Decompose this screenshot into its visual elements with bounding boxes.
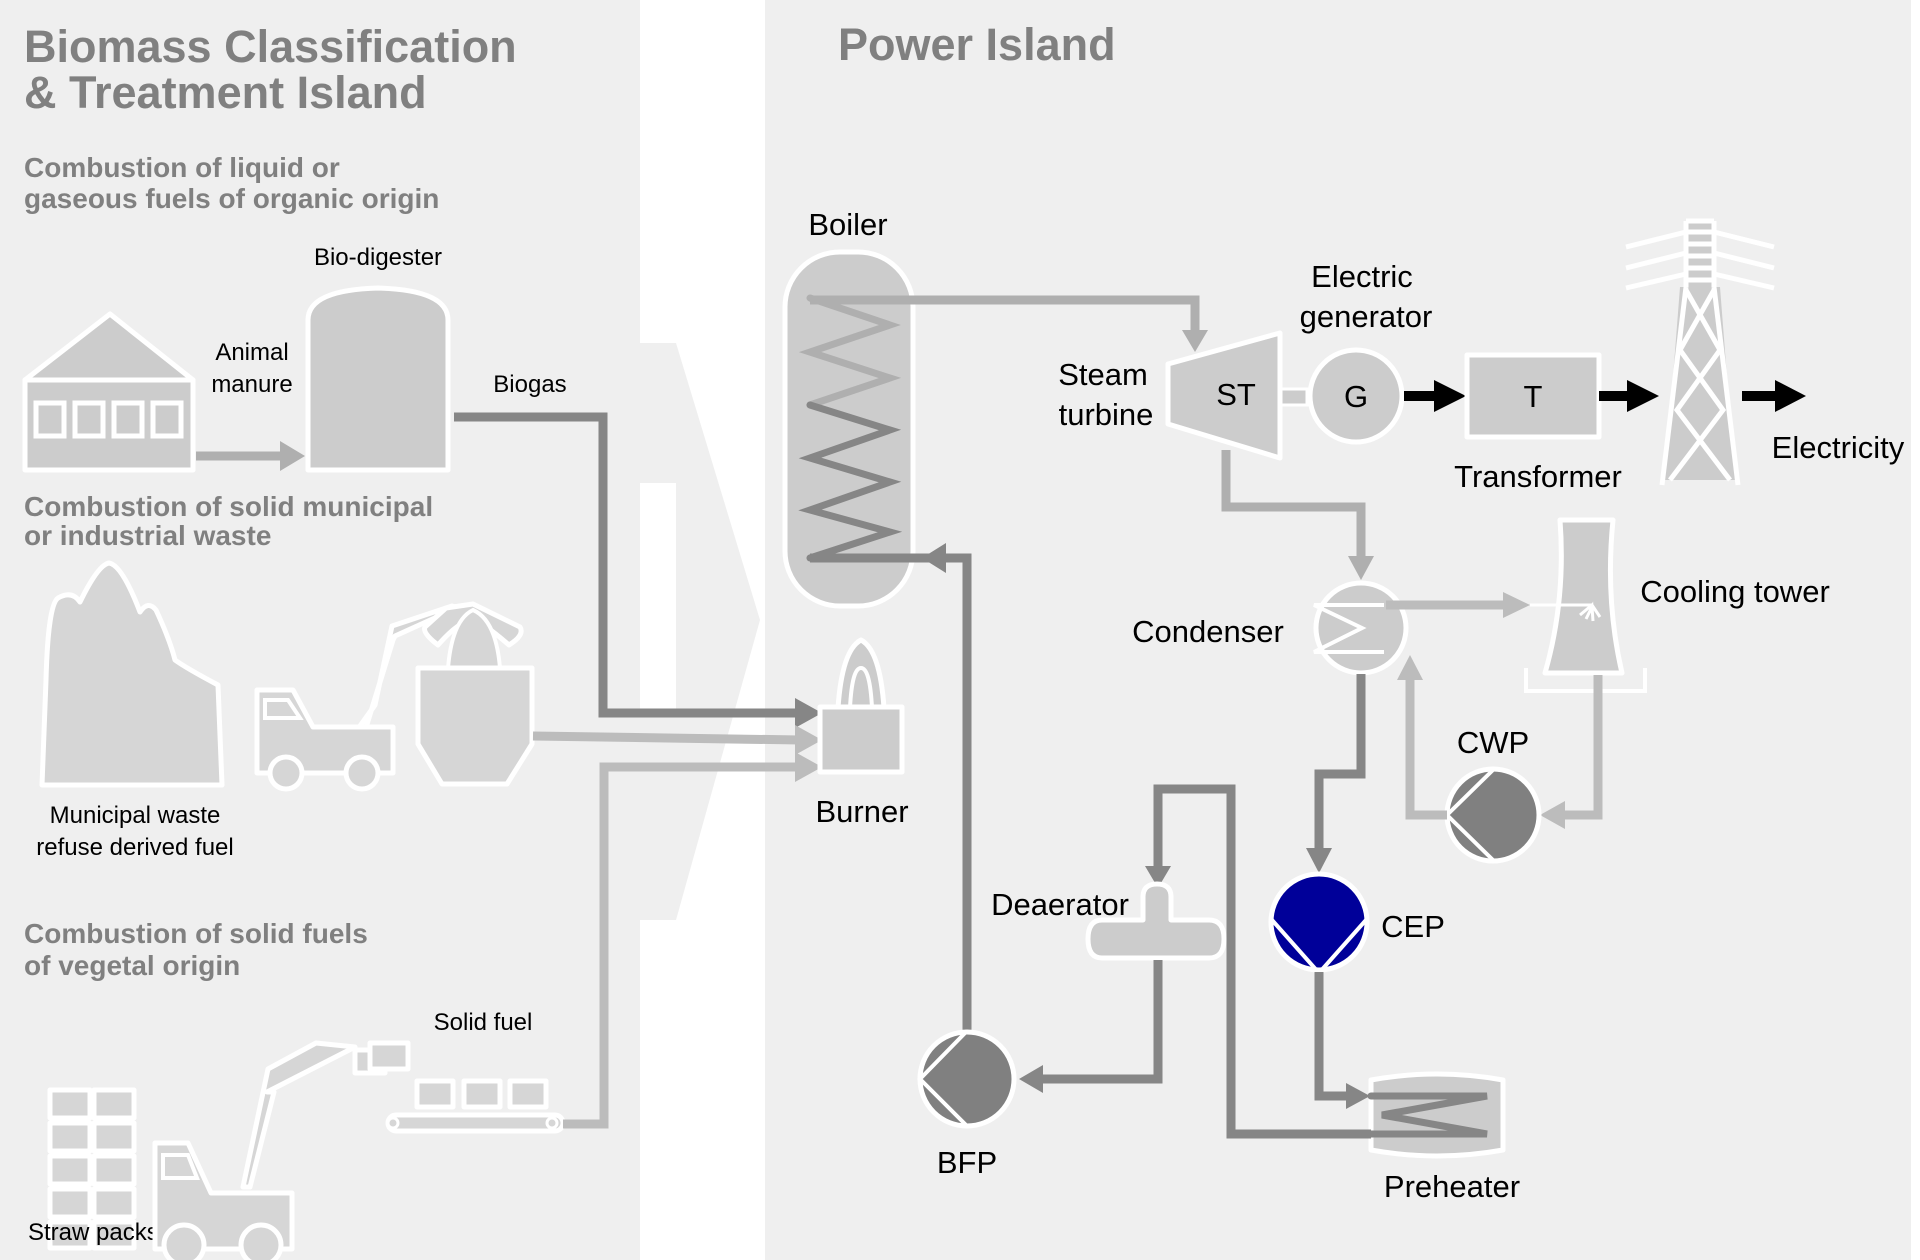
- electricity-label: Electricity: [1772, 430, 1905, 465]
- cwp-inlet-arrow-icon: [1540, 801, 1565, 829]
- bfp-pump-icon: [917, 1029, 1017, 1129]
- power-arrow-2-icon: [1627, 380, 1659, 412]
- barn-icon: [22, 311, 196, 473]
- cwp-pump-icon: [1444, 766, 1542, 864]
- biogas-label: Biogas: [493, 371, 566, 398]
- power-arrow-3-icon: [1775, 380, 1806, 412]
- preheater-label: Preheater: [1384, 1169, 1520, 1204]
- chevron-stub-top: [640, 343, 676, 483]
- bio-digester-icon: [305, 285, 451, 473]
- g-symbol: G: [1344, 379, 1368, 414]
- straw-label: Straw packs: [28, 1219, 159, 1246]
- shaft-icon: [1279, 387, 1309, 407]
- cep-label: CEP: [1381, 909, 1445, 944]
- bfp-inlet-arrow-icon: [1019, 1065, 1043, 1093]
- deaerator-label: Deaerator: [991, 887, 1129, 922]
- transmission-tower-icon: [1625, 218, 1775, 486]
- t-symbol: T: [1524, 379, 1543, 414]
- cooling-water-return-pipe: [1565, 675, 1603, 820]
- hopper-icon: [415, 601, 535, 787]
- feedwater-pipe: [940, 553, 972, 1031]
- biogas-arrow-icon: [795, 698, 822, 728]
- generator-label-line2: generator: [1300, 299, 1433, 334]
- section1-heading-line2: gaseous fuels of organic origin: [24, 183, 439, 214]
- boiler-label: Boiler: [808, 207, 887, 242]
- steam-turbine-icon: [1165, 330, 1283, 461]
- power-island-title: Power Island: [838, 19, 1116, 70]
- exhaust-arrow-icon: [1348, 556, 1374, 580]
- steam-turbine-label-line1: Steam: [1058, 357, 1148, 392]
- chevron-stub-bottom: [640, 713, 676, 920]
- waste-label-line1: Municipal waste: [50, 802, 221, 829]
- section3-heading-line2: of vegetal origin: [24, 950, 240, 981]
- conveyor-icon: [385, 1078, 566, 1134]
- deaerator-inlet-arrow-icon: [1145, 866, 1171, 888]
- boiler-coil-upper: [798, 294, 902, 409]
- section2-heading-line1: Combustion of solid municipal: [24, 491, 433, 522]
- boiler-icon: [782, 249, 916, 609]
- preheater-inlet-arrow-icon: [1346, 1083, 1370, 1109]
- cep-to-preheater-pipe: [1314, 972, 1350, 1101]
- preheater-to-deaerator-pipe: [1153, 784, 1371, 1139]
- steam-turbine-label-line2: turbine: [1059, 397, 1154, 432]
- section2-heading-line2: or industrial waste: [24, 520, 271, 551]
- cep-pump-icon: [1268, 871, 1370, 973]
- cwp-to-condenser-pipe: [1405, 676, 1447, 820]
- flow-chevron-icon: [676, 343, 760, 920]
- left-title-line2: & Treatment Island: [24, 67, 427, 118]
- bfp-label: BFP: [937, 1145, 997, 1180]
- waste-arrow-icon: [795, 725, 822, 755]
- preheater-coil: [1367, 1092, 1488, 1138]
- transformer-icon: [1464, 352, 1602, 440]
- manure-label-line2: manure: [211, 371, 292, 398]
- biogas-pipe: [454, 412, 800, 718]
- condensate-arrow-icon: [1306, 848, 1332, 873]
- cwp-label: CWP: [1457, 725, 1529, 760]
- loader-truck-icon: [254, 603, 462, 792]
- feedwater-arrow-icon: [922, 543, 946, 573]
- generator-label-line1: Electric: [1311, 259, 1413, 294]
- st-symbol: ST: [1216, 377, 1256, 412]
- burner-icon: [817, 637, 905, 775]
- section1-heading-line1: Combustion of liquid or: [24, 152, 340, 183]
- digester-label: Bio-digester: [314, 244, 442, 271]
- steam-arrow-icon: [1182, 330, 1208, 352]
- straw-packs-icon: [47, 1087, 137, 1251]
- straw-loader-icon: [152, 1040, 411, 1260]
- solid-fuel-pipe: [563, 762, 800, 1129]
- deaerator-to-bfp-pipe: [1040, 960, 1163, 1084]
- section3-heading-line1: Combustion of solid fuels: [24, 918, 368, 949]
- transformer-label: Transformer: [1454, 459, 1622, 494]
- deaerator-icon: [1085, 881, 1227, 961]
- cooling-water-out-arrow-icon: [1503, 592, 1530, 618]
- manure-label-line1: Animal: [215, 339, 288, 366]
- condenser-coil: [1313, 603, 1384, 654]
- exhaust-pipe: [1221, 450, 1366, 560]
- steam-pipe: [810, 295, 1200, 335]
- cwp-outlet-arrow-icon: [1397, 655, 1423, 680]
- left-title-line1: Biomass Classification: [24, 21, 517, 72]
- solid-fuel-arrow-icon: [795, 752, 822, 782]
- waste-pile-icon: [39, 560, 225, 788]
- condensate-pipe: [1314, 674, 1366, 850]
- cooling-tower-label: Cooling tower: [1640, 574, 1830, 609]
- burner-label: Burner: [815, 794, 908, 829]
- power-arrow-1-icon: [1434, 380, 1466, 412]
- manure-arrow-icon: [280, 441, 305, 471]
- cooling-tower-icon: [1524, 517, 1647, 693]
- condenser-label: Condenser: [1132, 614, 1284, 649]
- generator-icon: [1307, 347, 1405, 445]
- boiler-coil-lower: [798, 401, 903, 562]
- bfp-pump-glyph: [917, 1029, 969, 1128]
- waste-label-line2: refuse derived fuel: [36, 834, 233, 861]
- waste-fuel-pipe: [532, 731, 801, 745]
- solid-fuel-label: Solid fuel: [434, 1009, 533, 1036]
